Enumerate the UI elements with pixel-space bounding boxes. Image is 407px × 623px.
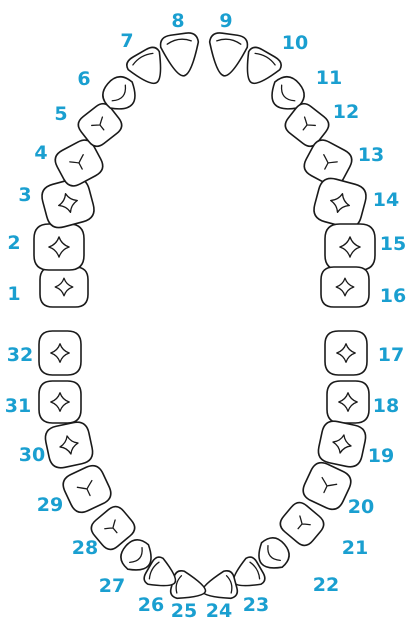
tooth-number-14: 14 [373,189,399,211]
tooth-number-20: 20 [348,496,374,518]
tooth-number-13: 13 [358,144,384,166]
tooth-1-outline [40,267,88,307]
tooth-number-26: 26 [138,594,164,616]
tooth-number-18: 18 [373,395,399,417]
tooth-number-17: 17 [378,344,404,366]
tooth-number-5: 5 [54,103,67,125]
tooth-number-27: 27 [99,575,125,597]
tooth-number-15: 15 [380,233,406,255]
tooth-number-28: 28 [72,537,98,559]
tooth-8[interactable] [159,32,202,79]
tooth-number-31: 31 [5,395,31,417]
tooth-number-25: 25 [171,600,197,622]
tooth-17[interactable] [325,331,367,375]
tooth-number-16: 16 [380,285,406,307]
tooth-number-4: 4 [34,142,47,164]
tooth-number-2: 2 [7,232,20,254]
tooth-number-1: 1 [7,283,20,305]
tooth-number-8: 8 [171,10,184,32]
tooth-number-32: 32 [7,344,33,366]
tooth-number-23: 23 [243,594,269,616]
tooth-14[interactable] [311,176,369,231]
tooth-17-outline [325,331,367,375]
tooth-30-outline [43,420,95,470]
tooth-18[interactable] [327,381,369,423]
tooth-2-outline [34,224,84,270]
tooth-32-outline [39,331,81,375]
tooth-2[interactable] [34,224,84,270]
tooth-number-29: 29 [37,494,63,516]
tooth-number-12: 12 [333,101,359,123]
tooth-number-22: 22 [313,574,339,596]
tooth-19-outline [316,419,368,469]
tooth-9[interactable] [205,32,248,79]
tooth-1[interactable] [40,267,88,307]
tooth-16-outline [321,267,369,307]
tooth-number-30: 30 [19,444,45,466]
teeth-layer [34,32,375,605]
tooth-number-3: 3 [18,184,31,206]
tooth-31[interactable] [39,381,81,423]
tooth-21[interactable] [277,499,328,549]
tooth-number-9: 9 [219,10,232,32]
tooth-29[interactable] [60,462,115,516]
tooth-16[interactable] [321,267,369,307]
tooth-number-24: 24 [206,600,232,622]
tooth-32[interactable] [39,331,81,375]
tooth-number-19: 19 [368,445,394,467]
tooth-15-outline [325,224,375,270]
tooth-19[interactable] [316,419,368,469]
tooth-31-outline [39,381,81,423]
tooth-30[interactable] [43,420,95,470]
tooth-18-outline [327,381,369,423]
tooth-14-outline [311,176,369,231]
tooth-number-10: 10 [282,32,308,54]
tooth-15[interactable] [325,224,375,270]
tooth-number-6: 6 [77,68,90,90]
tooth-number-7: 7 [120,30,133,52]
tooth-number-11: 11 [316,67,342,89]
tooth-number-21: 21 [342,537,368,559]
